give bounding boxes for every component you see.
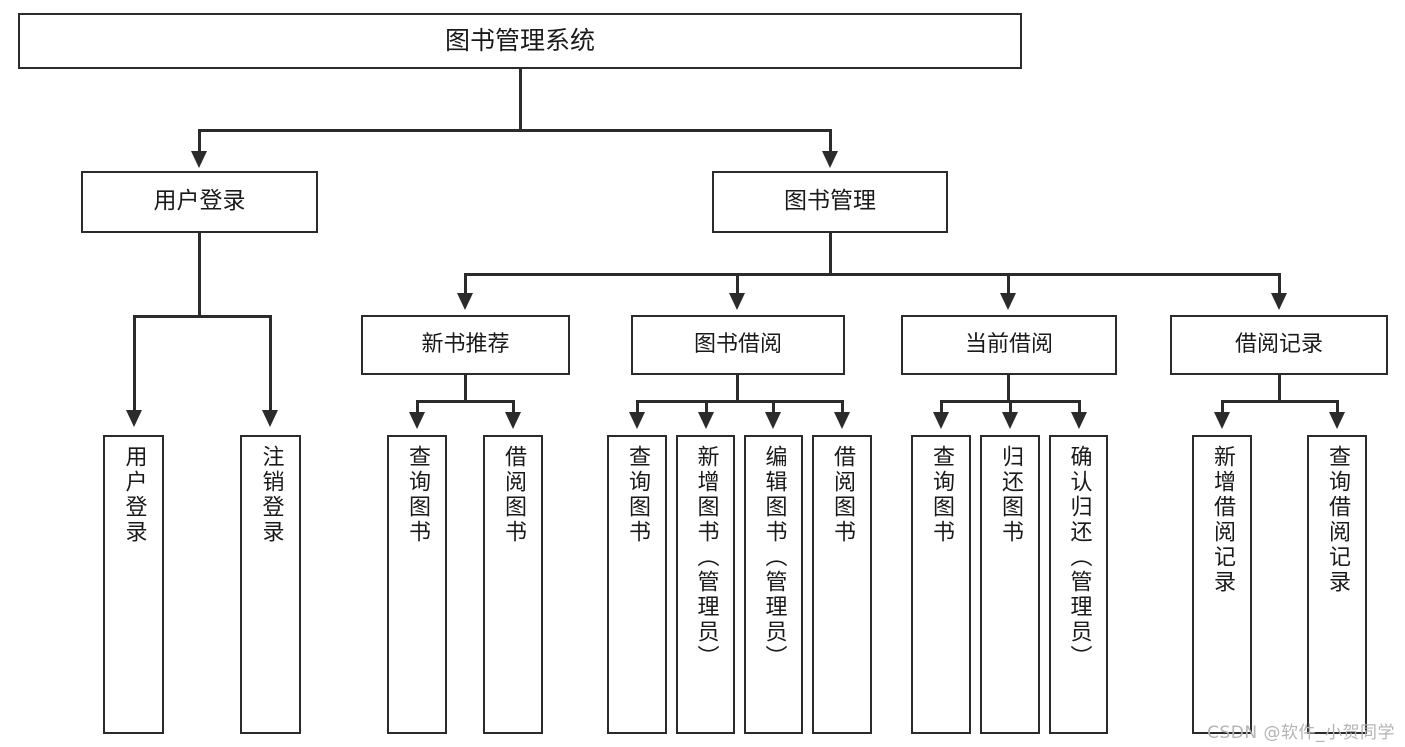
leaf-current-borrow-return[interactable]: 归还图书 (980, 435, 1040, 734)
leaf-book-borrow-query[interactable]: 查询图书 (607, 435, 667, 734)
leaf-borrow-record-add[interactable]: 新增借阅记录 (1192, 435, 1252, 734)
node-label: 图书借阅 (693, 332, 782, 358)
arrowhead-to-user-login (191, 151, 207, 168)
arrowhead-to-borrow-record (1271, 293, 1287, 310)
leaf-user-login-logout[interactable]: 注销登录 (240, 435, 301, 734)
leaf-label: 新增图书（管理员） (693, 445, 719, 670)
leaf-label: 归还图书 (997, 445, 1023, 545)
connector-book-borrow-drop-3 (772, 400, 775, 415)
connector-root-bar (198, 129, 832, 132)
node-root-system[interactable]: 图书管理系统 (18, 13, 1022, 69)
arrowhead-current-borrow-1 (933, 412, 949, 429)
connector-current-borrow-drop-2 (1009, 400, 1012, 415)
leaf-label: 借阅图书 (500, 445, 526, 545)
node-label: 图书管理系统 (444, 26, 595, 56)
leaf-new-book-borrow[interactable]: 借阅图书 (483, 435, 543, 734)
arrowhead-book-borrow-4 (834, 412, 850, 429)
arrowhead-to-book-manage (822, 151, 838, 168)
connector-book-borrow-stem (736, 375, 739, 402)
node-borrow-record[interactable]: 借阅记录 (1170, 315, 1388, 375)
leaf-label: 注销登录 (258, 445, 284, 545)
arrowhead-current-borrow-2 (1002, 412, 1018, 429)
leaf-label: 查询图书 (624, 445, 650, 545)
leaf-label: 用户登录 (121, 445, 147, 545)
leaf-book-borrow-borrow[interactable]: 借阅图书 (812, 435, 872, 734)
connector-borrow-record-stem (1278, 375, 1281, 402)
arrowhead-borrow-record-2 (1329, 412, 1345, 429)
arrowhead-new-book-1 (409, 412, 425, 429)
node-book-borrow[interactable]: 图书借阅 (631, 315, 845, 375)
arrowhead-borrow-record-1 (1214, 412, 1230, 429)
connector-to-new-book (464, 273, 467, 296)
connector-book-borrow-drop-2 (705, 400, 708, 415)
connector-new-book-stem (464, 375, 467, 402)
connector-current-borrow-drop-3 (1078, 400, 1081, 415)
connector-book-borrow-bar (636, 400, 843, 403)
connector-borrow-record-drop-2 (1336, 400, 1339, 415)
connector-borrow-record-bar (1221, 400, 1338, 403)
arrowhead-user-login-1 (126, 410, 142, 427)
connector-new-book-bar (416, 400, 515, 403)
connector-to-book-manage (829, 129, 832, 154)
arrowhead-to-book-borrow (729, 293, 745, 310)
leaf-label: 编辑图书（管理员） (761, 445, 787, 670)
arrowhead-book-borrow-1 (629, 412, 645, 429)
connector-root-stem (519, 69, 522, 130)
connector-new-book-drop-2 (512, 400, 515, 415)
leaf-book-borrow-add-admin[interactable]: 新增图书（管理员） (676, 435, 735, 734)
connector-user-login-drop-2 (269, 315, 272, 413)
leaf-current-borrow-confirm-admin[interactable]: 确认归还（管理员） (1049, 435, 1108, 734)
node-user-login[interactable]: 用户登录 (81, 171, 318, 233)
leaf-book-borrow-edit-admin[interactable]: 编辑图书（管理员） (744, 435, 803, 734)
arrowhead-current-borrow-3 (1071, 412, 1087, 429)
leaf-label: 新增借阅记录 (1209, 445, 1235, 595)
connector-user-login-drop-1 (133, 315, 136, 413)
leaf-user-login-login[interactable]: 用户登录 (103, 435, 164, 734)
node-label: 新书推荐 (421, 332, 510, 358)
node-new-book-recommend[interactable]: 新书推荐 (361, 315, 570, 375)
connector-new-book-drop-1 (416, 400, 419, 415)
connector-user-login-stem (198, 233, 201, 317)
leaf-label: 查询借阅记录 (1324, 445, 1350, 595)
node-current-borrow[interactable]: 当前借阅 (901, 315, 1117, 375)
leaf-label: 查询图书 (928, 445, 954, 545)
node-label: 当前借阅 (964, 332, 1053, 358)
arrowhead-book-borrow-3 (765, 412, 781, 429)
connector-book-manage-bar (464, 273, 1280, 276)
connector-book-borrow-drop-4 (841, 400, 844, 415)
arrowhead-to-current-borrow (1000, 293, 1016, 310)
leaf-label: 查询图书 (404, 445, 430, 545)
connector-to-user-login (198, 129, 201, 154)
leaf-current-borrow-query[interactable]: 查询图书 (911, 435, 971, 734)
connector-user-login-bar (133, 315, 271, 318)
node-book-management[interactable]: 图书管理 (712, 171, 948, 233)
arrowhead-to-new-book (457, 293, 473, 310)
connector-borrow-record-drop-1 (1221, 400, 1224, 415)
connector-current-borrow-stem (1007, 375, 1010, 402)
node-label: 用户登录 (153, 188, 246, 215)
leaf-new-book-query[interactable]: 查询图书 (387, 435, 447, 734)
node-label: 图书管理 (784, 188, 876, 215)
arrowhead-user-login-2 (262, 410, 278, 427)
leaf-label: 借阅图书 (829, 445, 855, 545)
node-label: 借阅记录 (1234, 332, 1323, 358)
leaf-borrow-record-query[interactable]: 查询借阅记录 (1307, 435, 1367, 734)
connector-book-borrow-drop-1 (636, 400, 639, 415)
connector-to-borrow-record (1278, 273, 1281, 296)
leaf-label: 确认归还（管理员） (1066, 445, 1092, 670)
connector-to-book-borrow (736, 273, 739, 296)
arrowhead-book-borrow-2 (698, 412, 714, 429)
arrowhead-new-book-2 (505, 412, 521, 429)
connector-to-current-borrow (1007, 273, 1010, 296)
connector-book-manage-stem (829, 233, 832, 275)
connector-current-borrow-drop-1 (940, 400, 943, 415)
